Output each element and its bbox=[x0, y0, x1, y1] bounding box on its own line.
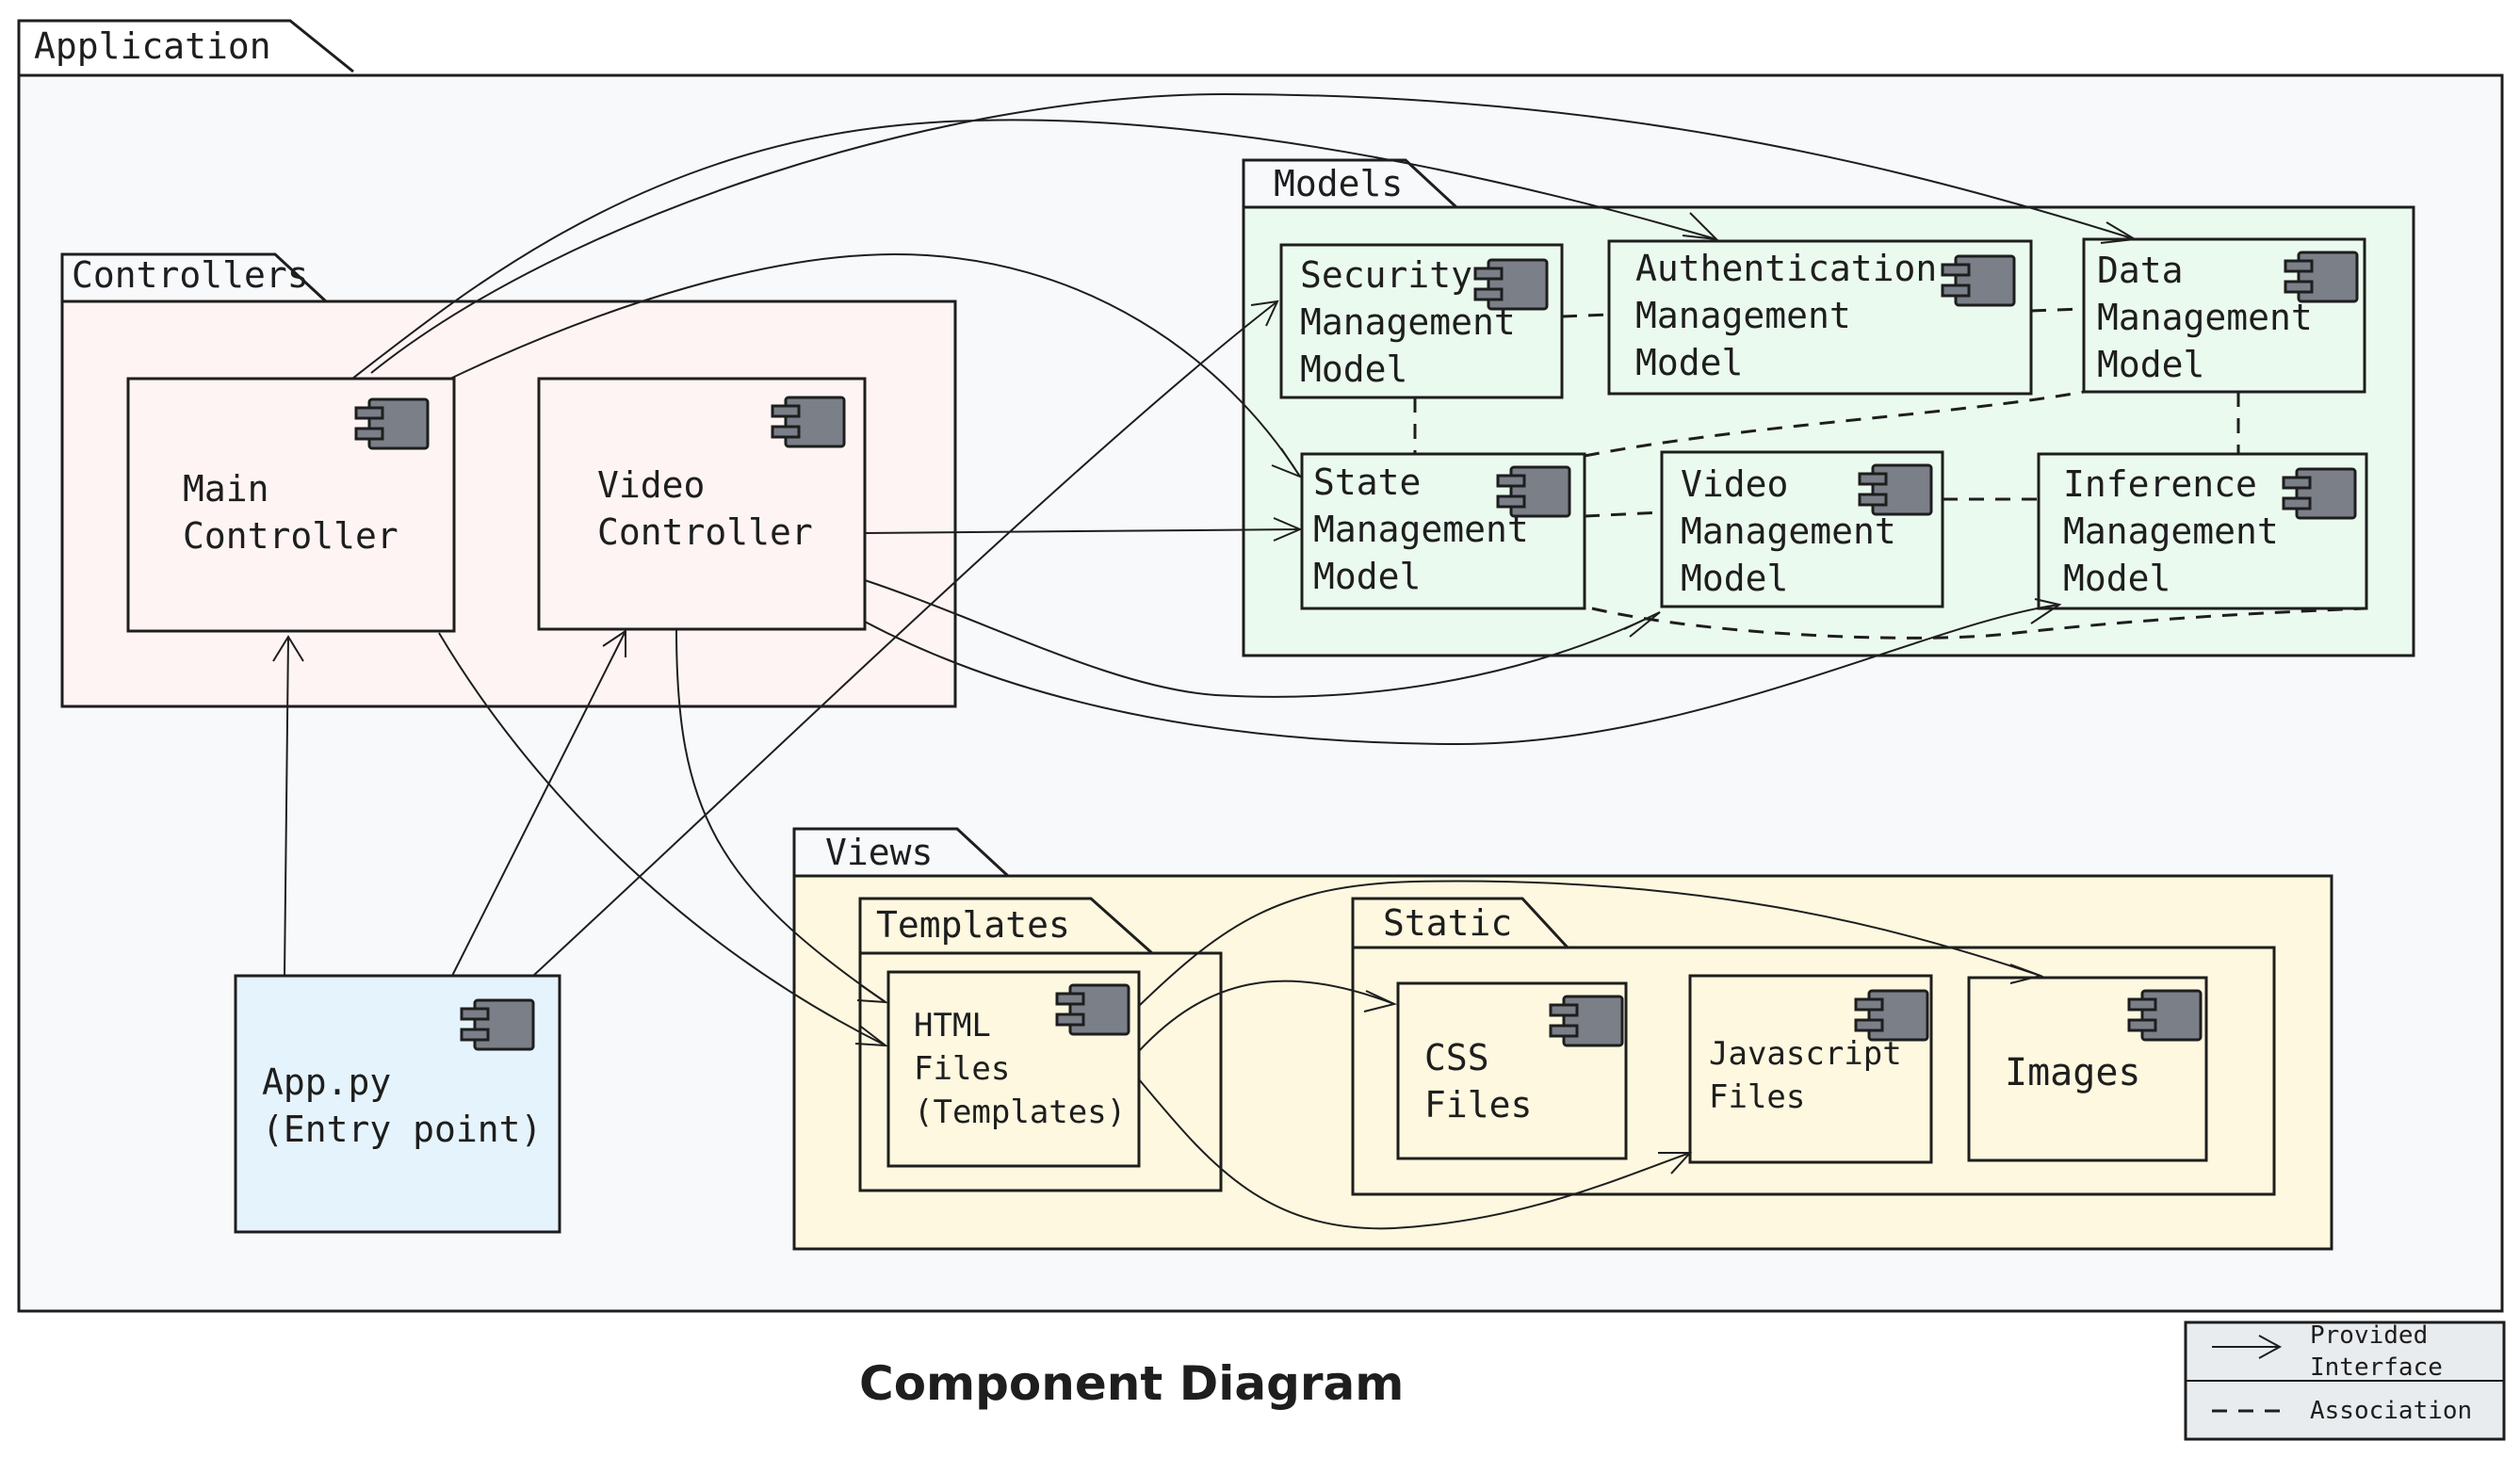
assoc-security-auth bbox=[1561, 313, 1610, 318]
component-app-py[interactable]: App.py (Entry point) bbox=[234, 974, 561, 1234]
component-data-model[interactable]: Data Management Model bbox=[2082, 237, 2366, 394]
css-files-line1: CSS bbox=[1424, 1037, 1489, 1078]
html-files-line3: (Templates) bbox=[914, 1094, 1126, 1131]
component-inference-model[interactable]: Inference Management Model bbox=[2037, 452, 2368, 610]
package-views-label: Views bbox=[825, 832, 933, 873]
edge-videoctl-state-curve bbox=[449, 252, 1301, 478]
association-edges bbox=[1413, 307, 2367, 640]
edge-main-data bbox=[370, 92, 2136, 374]
js-files-line2: Files bbox=[1709, 1078, 1805, 1116]
component-auth-model[interactable]: Authentication Management Model bbox=[1607, 239, 2033, 396]
video-controller-line2: Controller bbox=[597, 511, 813, 553]
js-files-line1: Javascript bbox=[1709, 1035, 1902, 1073]
edge-html-css bbox=[1138, 980, 1395, 1052]
component-security-model[interactable]: Security Management Model bbox=[1279, 243, 1564, 399]
edge-html-images bbox=[1138, 880, 2041, 1007]
state-model-line2: Management bbox=[1313, 509, 1529, 550]
package-models-label: Models bbox=[1274, 163, 1403, 204]
security-model-line3: Model bbox=[1300, 348, 1407, 390]
package-templates-label: Templates bbox=[876, 904, 1070, 946]
inference-model-line1: Inference bbox=[2063, 463, 2257, 505]
interface-edges bbox=[272, 92, 2138, 1230]
css-files-line2: Files bbox=[1424, 1084, 1532, 1126]
component-state-model[interactable]: State Management Model bbox=[1300, 452, 1586, 610]
edge-videoctl-html bbox=[675, 628, 886, 1003]
app-py-line2: (Entry point) bbox=[262, 1109, 542, 1150]
video-controller-line1: Video bbox=[597, 464, 705, 506]
images-line1: Images bbox=[2005, 1051, 2141, 1094]
security-model-line2: Management bbox=[1300, 301, 1516, 343]
video-model-line1: Video bbox=[1681, 463, 1788, 505]
data-model-line1: Data bbox=[2097, 250, 2184, 291]
data-model-line2: Management bbox=[2097, 297, 2313, 338]
legend-provided-interface-line2: Interface bbox=[2310, 1353, 2443, 1382]
state-model-line3: Model bbox=[1313, 556, 1421, 597]
auth-model-line1: Authentication bbox=[1635, 248, 1937, 289]
package-application-label: Application bbox=[34, 25, 271, 67]
legend-association-label: Association bbox=[2310, 1397, 2472, 1425]
edge-videoctl-inference bbox=[864, 604, 2060, 746]
inference-model-line3: Model bbox=[2063, 558, 2170, 599]
assoc-auth-data bbox=[2030, 307, 2085, 313]
auth-model-line2: Management bbox=[1635, 295, 1851, 336]
component-js-files[interactable]: Javascript Files bbox=[1688, 974, 1933, 1164]
data-model-line3: Model bbox=[2097, 344, 2204, 385]
state-model-line1: State bbox=[1313, 462, 1421, 503]
component-images[interactable]: Images bbox=[1967, 976, 2208, 1162]
assoc-state-data bbox=[1584, 390, 2085, 458]
component-video-controller[interactable]: Video Controller bbox=[537, 377, 867, 631]
package-static-label: Static bbox=[1383, 902, 1512, 944]
app-py-line1: App.py bbox=[262, 1061, 391, 1103]
assoc-state-inference bbox=[1591, 607, 2367, 640]
edge-app-main bbox=[284, 636, 289, 977]
component-css-files[interactable]: CSS Files bbox=[1396, 981, 1628, 1160]
diagram-title: Component Diagram bbox=[859, 1356, 1404, 1411]
edge-main-auth bbox=[351, 119, 1717, 380]
inference-model-line2: Management bbox=[2063, 510, 2279, 552]
security-model-line1: Security bbox=[1300, 254, 1472, 296]
assoc-state-video bbox=[1584, 510, 1663, 518]
component-main-controller[interactable]: Main Controller bbox=[126, 377, 456, 633]
edge-html-js bbox=[1138, 1078, 1691, 1230]
html-files-line1: HTML bbox=[914, 1007, 991, 1045]
legend: Provided Interface Association bbox=[2184, 1320, 2506, 1441]
main-controller-line2: Controller bbox=[183, 515, 398, 557]
component-video-model[interactable]: Video Management Model bbox=[1660, 450, 1944, 608]
edge-app-video bbox=[451, 630, 626, 977]
component-html-files[interactable]: HTML Files (Templates) bbox=[886, 970, 1141, 1168]
edge-video-state bbox=[864, 528, 1301, 534]
html-files-line2: Files bbox=[914, 1050, 1010, 1088]
auth-model-line3: Model bbox=[1635, 342, 1743, 383]
video-model-line3: Model bbox=[1681, 558, 1788, 599]
edge-videoctl-videomodel bbox=[864, 579, 1661, 698]
main-controller-line1: Main bbox=[183, 468, 269, 510]
package-controllers-label: Controllers bbox=[72, 254, 309, 296]
edge-main-html bbox=[438, 632, 886, 1046]
video-model-line2: Management bbox=[1681, 510, 1896, 552]
edge-app-security bbox=[532, 300, 1278, 977]
legend-provided-interface-line1: Provided bbox=[2310, 1321, 2428, 1350]
